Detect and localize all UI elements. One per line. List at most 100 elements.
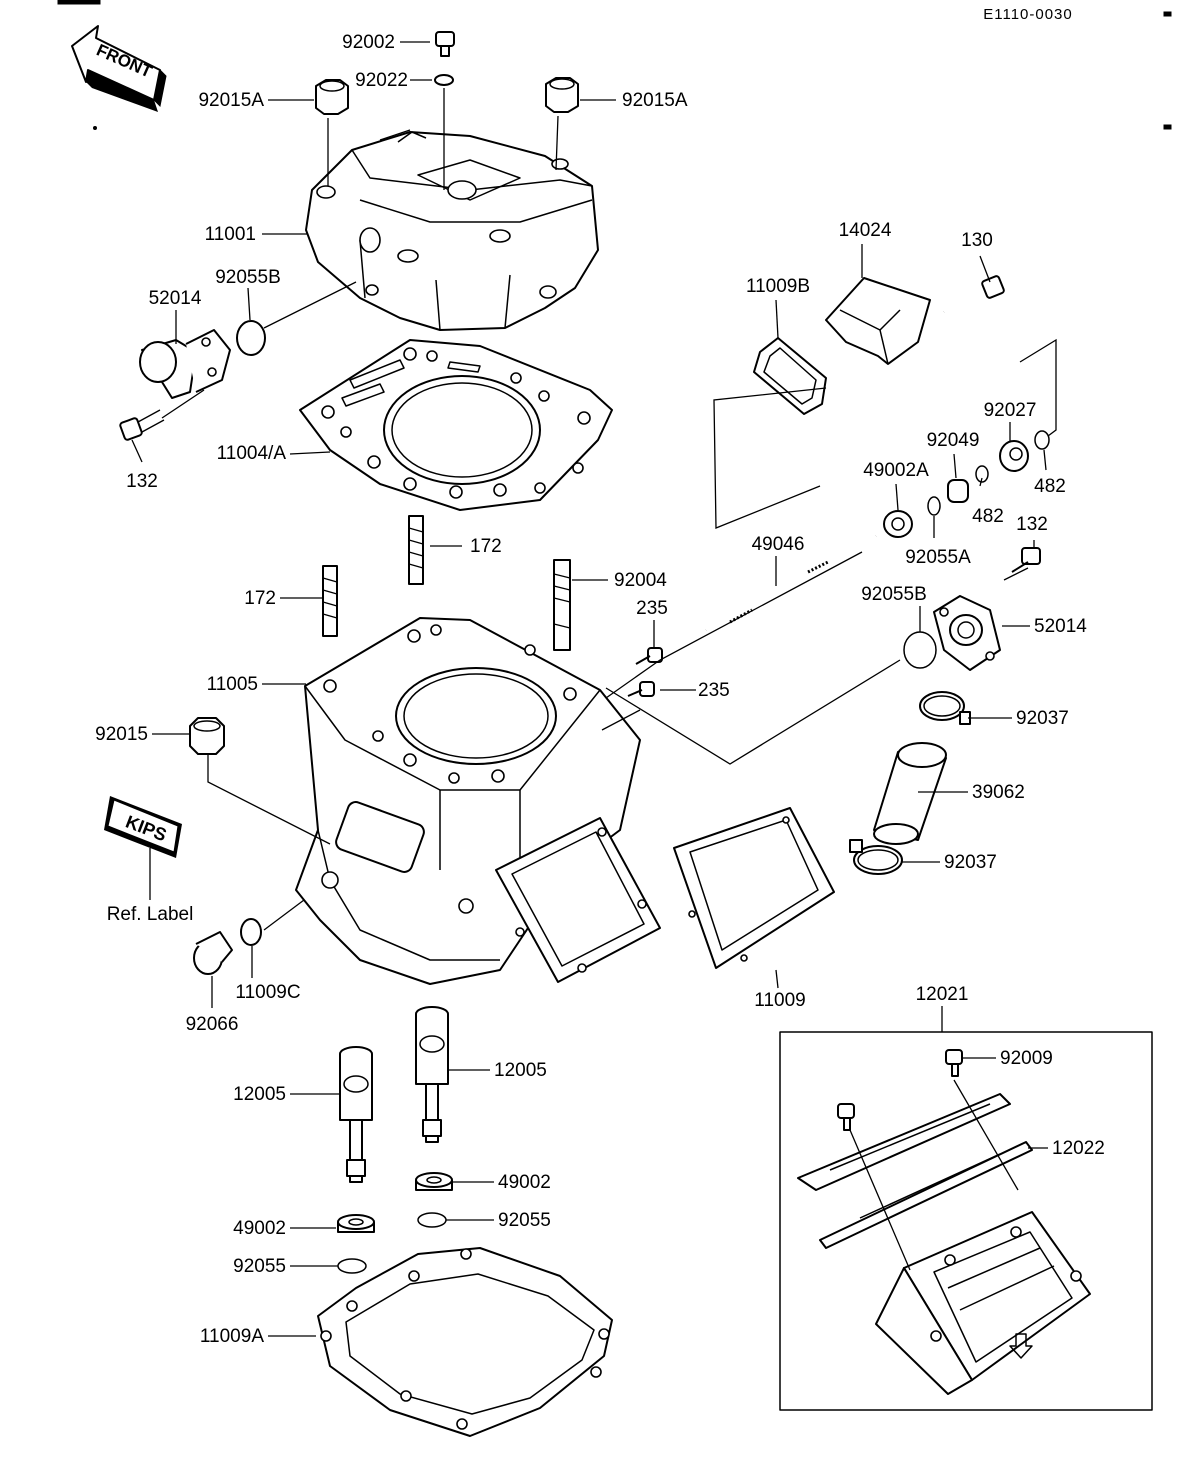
part-label: 52014 — [1034, 616, 1087, 637]
gasket-11009b — [753, 337, 827, 415]
part-label: 49002 — [498, 1172, 551, 1193]
valve-12005-center — [415, 1006, 449, 1143]
part-label: 11009A — [200, 1326, 264, 1347]
seal-49002a — [883, 510, 913, 538]
water-outlet-52014-right — [933, 595, 1001, 671]
part-label: 172 — [244, 588, 276, 609]
part-label: 11009B — [746, 276, 810, 297]
reed-gasket-11009 — [673, 807, 835, 969]
part-label: 92004 — [614, 570, 667, 591]
part-label: 235 — [698, 680, 730, 701]
clamp-92037-upper — [919, 691, 971, 725]
part-label: 52014 — [149, 288, 202, 309]
part-label: 92037 — [1016, 708, 1069, 729]
part-label: 92009 — [1000, 1048, 1053, 1069]
leader-lines — [131, 41, 1057, 1337]
part-label: 92055 — [233, 1256, 286, 1277]
cylinder-head — [305, 131, 599, 331]
base-gasket-11009a — [317, 1247, 613, 1437]
bolt-235-lower — [627, 681, 655, 697]
bolt-92002 — [435, 31, 455, 57]
part-label: 49002A — [863, 460, 929, 481]
washer-92022 — [434, 74, 454, 86]
kips-ref-label: KIPS — [104, 796, 182, 858]
part-labels: 92002 92022 92015A 92015A 11001 92055B 5… — [95, 32, 1105, 1347]
collar-92049 — [947, 479, 969, 503]
part-label: 11004/A — [217, 443, 287, 464]
reed-stopper — [797, 1093, 1011, 1191]
part-label: 235 — [636, 598, 668, 619]
part-label: 92037 — [944, 852, 997, 873]
reed-valve-assembly-box — [779, 1031, 1153, 1411]
part-label: 39062 — [972, 782, 1025, 803]
hose-39062 — [873, 742, 947, 845]
part-label: 172 — [470, 536, 502, 557]
clip-482 — [975, 465, 989, 483]
part-label: 132 — [1016, 514, 1048, 535]
ref-label-caption: Ref. Label — [107, 904, 194, 925]
part-label: 14024 — [839, 220, 892, 241]
nut-92015a-right — [545, 77, 579, 113]
part-label: 92002 — [342, 32, 395, 53]
o-ring-92055-left — [337, 1258, 367, 1274]
screw-reed-left — [837, 1103, 855, 1131]
o-ring-92055b-right — [903, 631, 937, 669]
part-label: 92022 — [355, 70, 408, 91]
part-label: 49046 — [752, 534, 805, 555]
nut-92015a-left — [315, 79, 349, 115]
stud-92004 — [553, 559, 571, 651]
stud-172-left — [322, 565, 338, 637]
o-ring-92055-center — [417, 1212, 447, 1228]
drain-plug-92066 — [193, 931, 233, 975]
clamp-92037-lower — [849, 839, 903, 875]
seal-49002-left — [337, 1214, 375, 1233]
intake-port — [495, 817, 661, 983]
part-label: 92055B — [215, 267, 281, 288]
diagram-code: E1110-0030 — [983, 6, 1073, 23]
part-label: 92027 — [984, 400, 1037, 421]
part-label: 92055 — [498, 1210, 551, 1231]
seal-49002-center — [415, 1172, 453, 1191]
part-label: 482 — [972, 506, 1004, 527]
part-label: 11005 — [207, 674, 258, 695]
part-label: 92015A — [198, 90, 264, 111]
bolt-132-left — [119, 409, 165, 441]
part-label: 12005 — [494, 1060, 547, 1081]
edge-mark — [1163, 124, 1172, 130]
edge-mark — [1163, 11, 1172, 17]
bolt-132-right — [1011, 547, 1041, 573]
part-label: 92066 — [186, 1014, 239, 1035]
head-gasket — [299, 339, 613, 511]
part-label: 49002 — [233, 1218, 286, 1239]
part-label: 92055B — [861, 584, 927, 605]
part-label: 11009 — [754, 990, 805, 1011]
reed-block — [875, 1211, 1091, 1395]
front-arrow-icon: FRONT — [71, 25, 167, 112]
bush-92027 — [999, 440, 1029, 472]
valve-12005-left — [339, 1046, 373, 1183]
clip-482-outer — [1034, 430, 1050, 450]
o-ring-92055a — [927, 496, 941, 516]
part-label: 12022 — [1052, 1138, 1105, 1159]
o-ring-92055b — [236, 320, 266, 356]
bolt-130 — [943, 275, 1005, 315]
stud-172-center — [408, 515, 424, 585]
washer-11009c — [240, 918, 262, 946]
part-label: 92049 — [927, 430, 980, 451]
corner-mark — [57, 0, 101, 5]
valve-cover-14024 — [825, 277, 931, 365]
part-label: 92055A — [905, 547, 971, 568]
water-outlet-52014-left — [139, 329, 231, 399]
part-label: 92015 — [95, 724, 148, 745]
bolt-235-upper — [635, 647, 663, 665]
part-label: 11009C — [235, 982, 300, 1003]
part-label: 12021 — [916, 984, 969, 1005]
part-label: 482 — [1034, 476, 1066, 497]
part-label: 12005 — [233, 1084, 286, 1105]
nut-92015 — [189, 717, 225, 755]
screw-92009 — [945, 1049, 963, 1077]
part-label: 130 — [961, 230, 993, 251]
part-label: 92015A — [622, 90, 688, 111]
